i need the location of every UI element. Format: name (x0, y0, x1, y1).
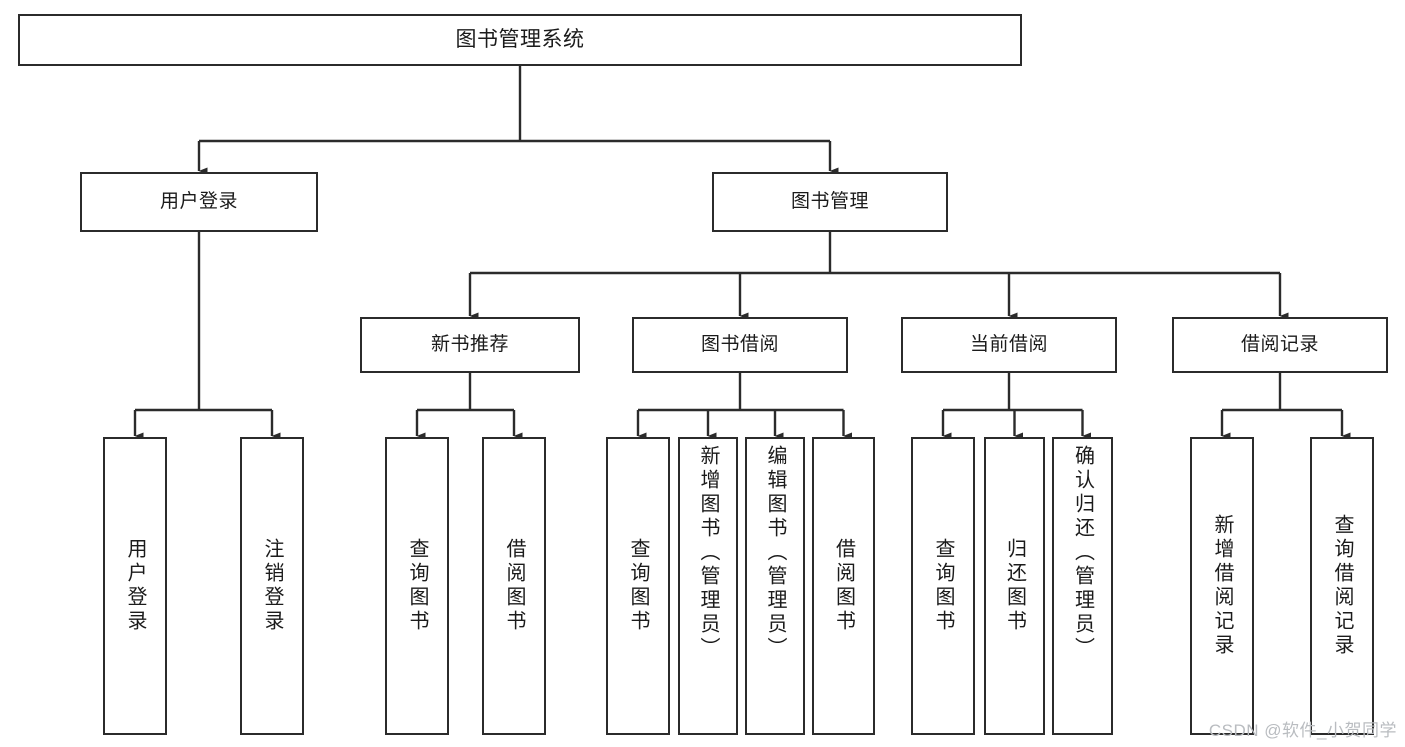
node-book-borrow[interactable]: 图书借阅 (632, 317, 848, 373)
node-user-login[interactable]: 用户登录 (80, 172, 318, 232)
node-label: 确认归还（管理员） (1071, 445, 1094, 661)
node-label: 查询图书 (406, 538, 428, 634)
node-label: 查询图书 (932, 538, 954, 634)
node-label: 查询借阅记录 (1331, 514, 1353, 658)
node-label: 借阅图书 (503, 538, 525, 634)
node-borrow-record[interactable]: 借阅记录 (1172, 317, 1388, 373)
node-label: 归还图书 (1003, 538, 1026, 634)
node-book-management[interactable]: 图书管理 (712, 172, 948, 232)
node-leaf-confirm-return-admin[interactable]: 确认归还（管理员） (1052, 437, 1113, 735)
node-label: 查询图书 (627, 538, 649, 634)
node-leaf-user-login[interactable]: 用户登录 (103, 437, 167, 735)
node-label: 用户登录 (159, 190, 238, 212)
watermark-csdn: CSDN @软件_小贺同学 (1208, 721, 1397, 740)
node-label: 借阅记录 (1240, 333, 1319, 355)
node-leaf-borrow-book-recommend[interactable]: 借阅图书 (482, 437, 546, 735)
node-leaf-logout[interactable]: 注销登录 (240, 437, 304, 735)
node-new-book-recommend[interactable]: 新书推荐 (360, 317, 580, 373)
node-leaf-edit-book-admin[interactable]: 编辑图书（管理员） (745, 437, 805, 735)
node-label: 新增借阅记录 (1211, 514, 1233, 658)
node-label: 图书管理系统 (455, 27, 585, 51)
node-label: 图书管理 (790, 190, 869, 212)
node-label: 当前借阅 (969, 333, 1048, 355)
node-current-borrow[interactable]: 当前借阅 (901, 317, 1117, 373)
node-label: 新增图书（管理员） (697, 445, 719, 661)
node-label: 新书推荐 (430, 333, 509, 355)
node-leaf-return-book[interactable]: 归还图书 (984, 437, 1045, 735)
node-label: 借阅图书 (832, 538, 855, 634)
node-leaf-query-borrow-record[interactable]: 查询借阅记录 (1310, 437, 1374, 735)
node-label: 图书借阅 (700, 333, 779, 355)
node-leaf-query-book-current[interactable]: 查询图书 (911, 437, 975, 735)
node-label: 注销登录 (261, 538, 283, 634)
node-label: 用户登录 (124, 538, 146, 634)
node-leaf-query-book-borrow[interactable]: 查询图书 (606, 437, 670, 735)
node-leaf-borrow-book[interactable]: 借阅图书 (812, 437, 875, 735)
node-leaf-add-borrow-record[interactable]: 新增借阅记录 (1190, 437, 1254, 735)
node-label: 编辑图书（管理员） (764, 445, 786, 661)
node-leaf-add-book-admin[interactable]: 新增图书（管理员） (678, 437, 738, 735)
node-book-management-system[interactable]: 图书管理系统 (18, 14, 1022, 66)
node-leaf-query-book-recommend[interactable]: 查询图书 (385, 437, 449, 735)
